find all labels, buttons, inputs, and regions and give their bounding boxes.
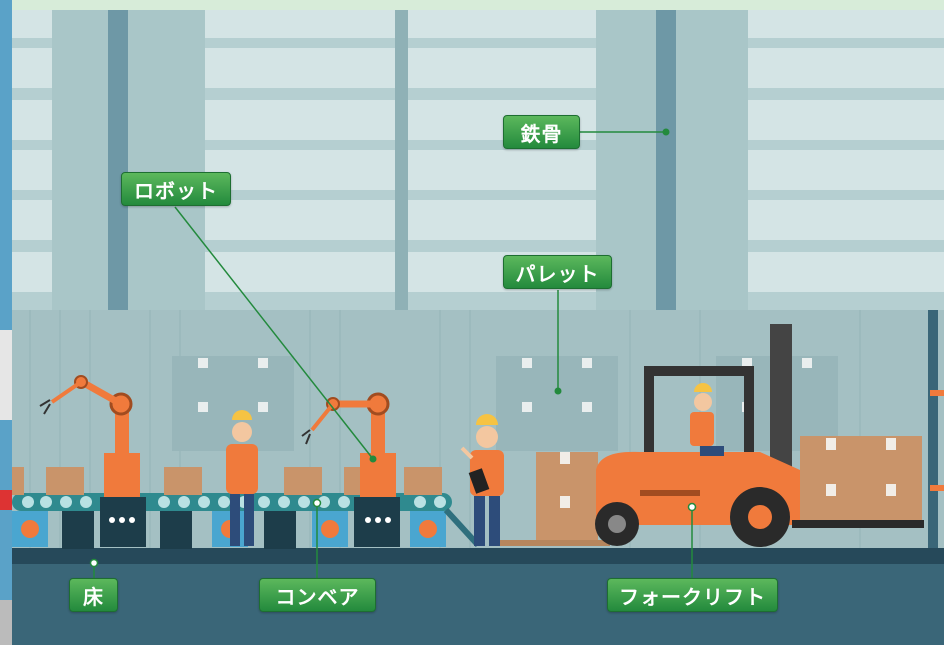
- leader-lines: [93, 131, 693, 580]
- label-robot: ロボット: [121, 172, 231, 206]
- boxes-on-conveyor: [12, 467, 442, 495]
- label-steel-frame: 鉄骨: [503, 115, 580, 149]
- floor: [12, 548, 944, 645]
- label-pallet: パレット: [503, 255, 612, 289]
- robot-arm-left: [39, 375, 146, 547]
- worker-at-conveyor: [226, 410, 258, 546]
- forklift: [595, 324, 924, 547]
- label-forklift: フォークリフト: [607, 578, 778, 612]
- label-floor: 床: [69, 578, 118, 612]
- factory-windows: [12, 10, 944, 292]
- pallet-boxes: [500, 452, 610, 546]
- robot-arm-center: [301, 392, 400, 547]
- label-conveyor: コンベア: [259, 578, 376, 612]
- worker-with-clipboard: [460, 414, 504, 546]
